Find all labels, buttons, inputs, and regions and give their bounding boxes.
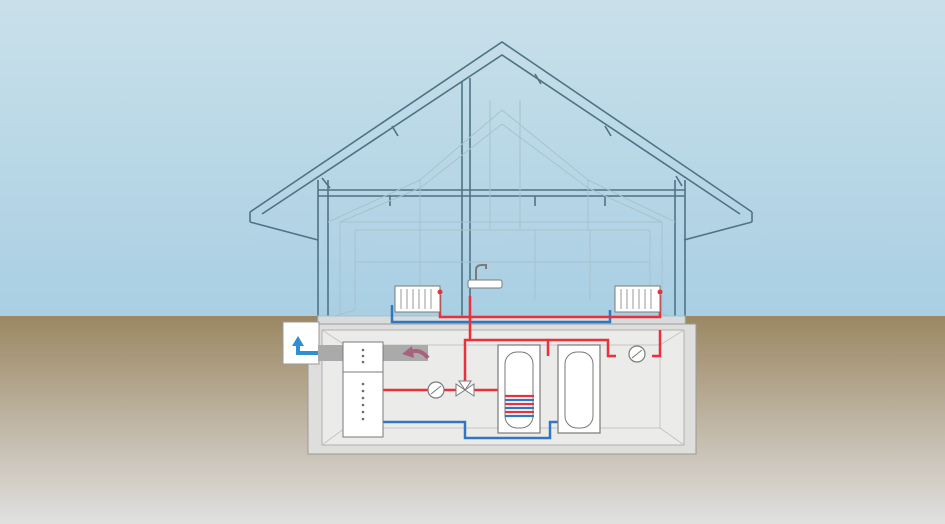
water-tank-icon: [497, 344, 541, 434]
radiator-left: [394, 285, 443, 313]
roof-outline: [249, 41, 753, 213]
pump-icon: [427, 381, 445, 399]
cold-pipe-return: [383, 420, 558, 440]
hot-pipe-vertical: [468, 317, 550, 356]
hot-pipe-to-right-pump: [548, 338, 616, 358]
sink-tap-icon: [467, 264, 503, 289]
sky: [0, 0, 945, 316]
roof-inner: [261, 54, 741, 215]
roof-soffit-left: [249, 221, 319, 241]
hot-pipe-valve-up: [463, 338, 470, 383]
air-intake-arrow-icon: [402, 346, 430, 360]
pump-icon: [628, 345, 646, 363]
air-exhaust-arrow-icon: [292, 336, 318, 355]
roof-soffit-right: [683, 221, 753, 241]
valve-icon: [455, 380, 475, 397]
buffer-tank-icon: [557, 344, 601, 434]
radiator-right: [614, 285, 663, 313]
hot-pipe-right-pump-out: [652, 330, 662, 358]
heat-pump-icon: [342, 341, 384, 438]
interior-perspective: [327, 100, 676, 319]
heating-coil: [505, 394, 534, 418]
house-frame: [249, 41, 753, 318]
